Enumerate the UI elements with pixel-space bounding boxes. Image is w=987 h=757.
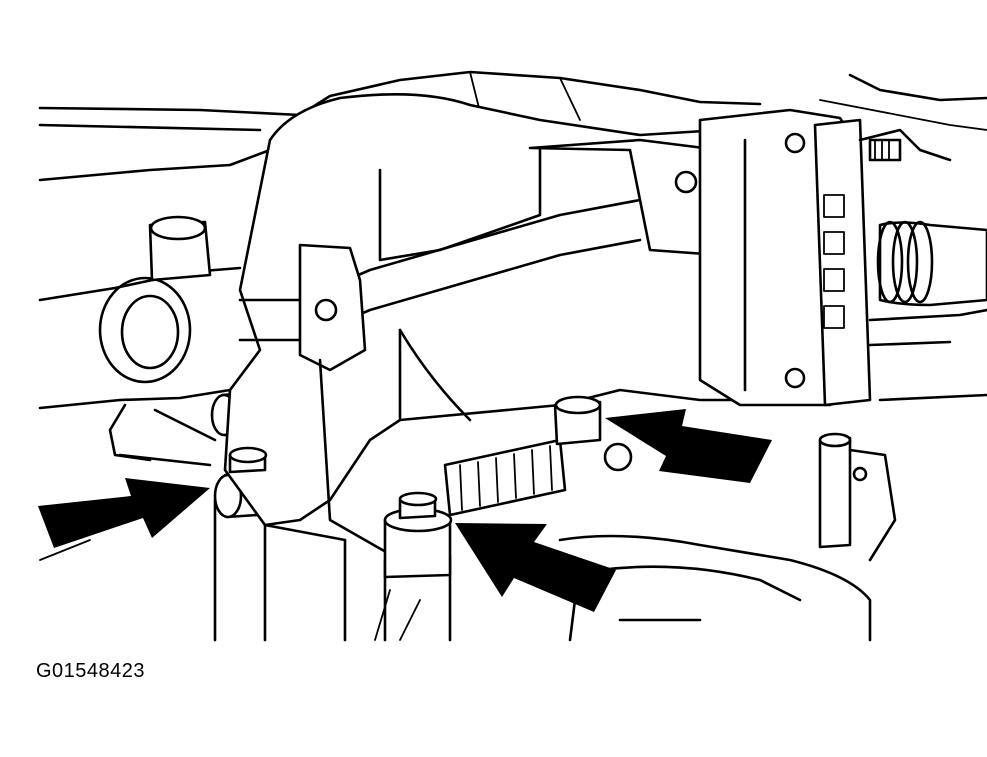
arrow-right bbox=[605, 409, 772, 483]
mounting-bolt-rear bbox=[553, 395, 602, 446]
left-coolant-pipe bbox=[38, 215, 242, 467]
ribbed-insert bbox=[443, 438, 567, 517]
figure-id-label: G01548423 bbox=[36, 660, 146, 682]
throttle-body bbox=[698, 108, 952, 407]
mounting-bolt-left bbox=[228, 446, 268, 474]
arrow-far-left-small bbox=[39, 539, 91, 561]
small-cap-fitting bbox=[603, 432, 897, 562]
arrow-left bbox=[38, 478, 210, 548]
arrow-bottom bbox=[455, 523, 616, 612]
mounting-bolt-front bbox=[383, 491, 453, 579]
throttle-body-bracket bbox=[223, 93, 817, 562]
engine-background-outline bbox=[38, 70, 987, 182]
air-intake-bellows bbox=[868, 220, 987, 402]
